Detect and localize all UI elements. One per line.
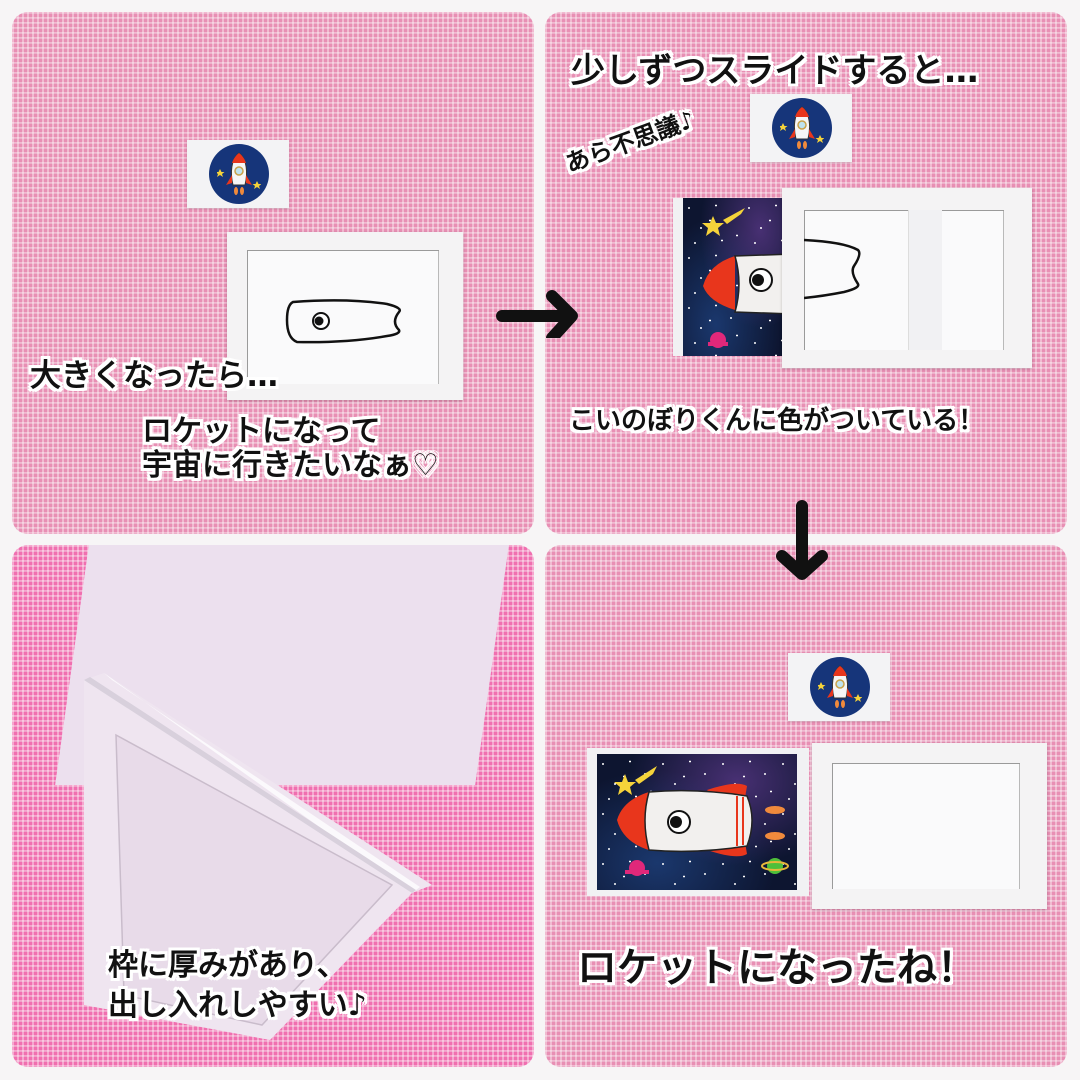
frame-window xyxy=(247,250,439,384)
koinobori-tail-outline-icon xyxy=(804,238,861,300)
white-frame xyxy=(812,743,1047,909)
caption-koinobori-colored: こいのぼりくんに色がついている！ xyxy=(569,406,985,436)
white-frame xyxy=(227,232,463,400)
panel-top-right: 少しずつスライドすると… あら不思議♪ xyxy=(545,12,1067,534)
frame-window xyxy=(832,763,1020,889)
panel-bottom-right: ロケットになったね！ xyxy=(545,545,1067,1067)
caption-easy-to-insert: 出し入れしやすい♪ xyxy=(108,988,367,1023)
caption-how-mysterious: あら不思議♪ xyxy=(561,105,699,178)
space-card-border xyxy=(673,198,793,356)
inner-card-edge xyxy=(908,210,942,350)
space-picture xyxy=(683,198,793,356)
rocket-icon xyxy=(818,665,862,708)
caption-became-rocket: ロケットになったね！ xyxy=(577,945,977,991)
rocket-icon xyxy=(217,152,261,195)
rocket-badge xyxy=(810,657,870,717)
space-picture xyxy=(597,754,797,890)
panel-top-left: 大きくなったら… ロケットになって 宇宙に行きたいなぁ♡ xyxy=(12,12,534,534)
caption-become-rocket: ロケットになって xyxy=(142,414,381,449)
caption-go-to-space: 宇宙に行きたいなぁ♡ xyxy=(142,448,439,483)
rocket-card xyxy=(788,653,890,721)
frame-side-view xyxy=(84,673,432,1040)
koinobori-outline-icon xyxy=(285,299,401,344)
frame-window xyxy=(804,210,1004,350)
caption-slide-little-by-little: 少しずつスライドすると… xyxy=(571,51,979,91)
rocket-badge xyxy=(209,144,269,204)
rocket-illustration-icon xyxy=(614,766,789,876)
arrow-right-icon xyxy=(496,290,578,338)
caption-frame-thickness: 枠に厚みがあり、 xyxy=(108,948,347,983)
panel-bottom-left: 枠に厚みがあり、 出し入れしやすい♪ xyxy=(12,545,534,1067)
arrow-down-icon xyxy=(776,500,828,580)
rocket-card xyxy=(750,94,852,162)
rocket-card xyxy=(187,140,289,208)
white-frame xyxy=(782,188,1032,368)
rocket-illustration-icon xyxy=(702,208,793,348)
rocket-badge xyxy=(772,98,832,158)
space-card xyxy=(587,748,809,896)
rocket-icon xyxy=(780,106,824,149)
caption-when-i-grow-up: 大きくなったら… xyxy=(30,358,278,394)
